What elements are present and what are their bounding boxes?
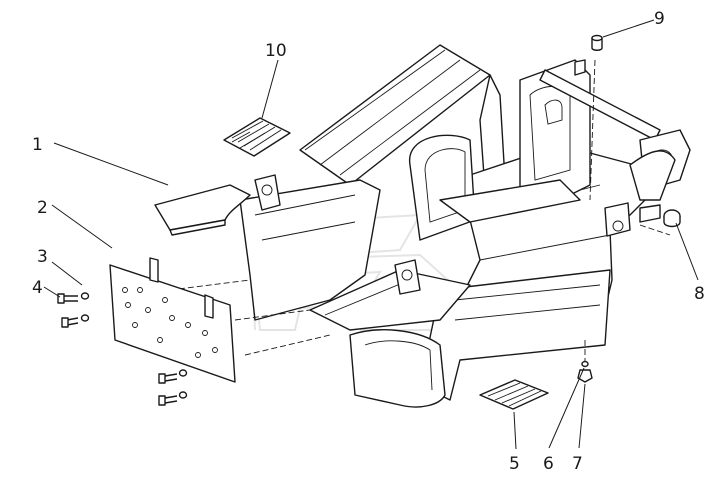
callout-4: 4 bbox=[32, 278, 43, 298]
part-3-washers bbox=[80, 292, 188, 399]
callout-labels: 1 2 3 4 5 6 7 8 9 10 bbox=[32, 9, 705, 474]
part-6-washer bbox=[581, 360, 589, 368]
part-1-plate bbox=[154, 184, 251, 236]
part-10-antislip-pad bbox=[223, 117, 291, 157]
plate-holes bbox=[122, 287, 218, 358]
part-8-cap bbox=[663, 209, 681, 228]
callout-5: 5 bbox=[509, 454, 520, 474]
part-4-bolts bbox=[57, 293, 178, 406]
callout-7: 7 bbox=[572, 454, 583, 474]
callout-9: 9 bbox=[654, 9, 665, 29]
callout-8: 8 bbox=[694, 284, 705, 304]
part-2-mounting-plate bbox=[109, 257, 236, 383]
callout-3: 3 bbox=[37, 247, 48, 267]
callout-6: 6 bbox=[543, 454, 554, 474]
main-frame bbox=[169, 44, 691, 408]
callout-2: 2 bbox=[37, 198, 48, 218]
callout-1: 1 bbox=[32, 135, 43, 155]
part-9-plug bbox=[591, 34, 603, 51]
leader-lines bbox=[43, 19, 699, 450]
part-5-antislip-pad bbox=[479, 379, 549, 410]
callout-10: 10 bbox=[265, 41, 287, 61]
